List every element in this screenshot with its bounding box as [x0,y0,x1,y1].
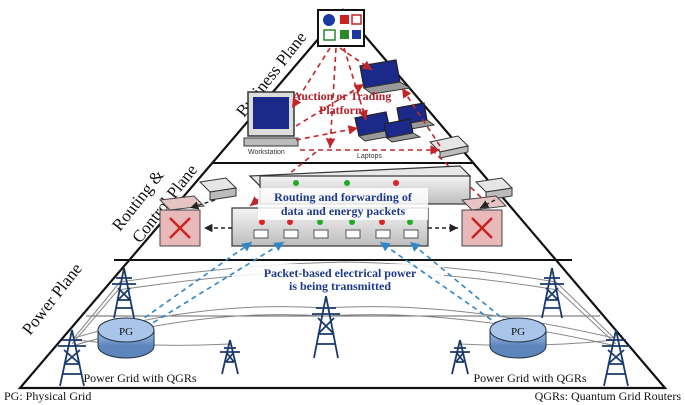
switch-icon [198,177,238,201]
transmission-tower-icon [112,267,136,319]
routing-dashed-arrows [189,199,496,233]
transmission-tower-icon [220,339,240,375]
routing-caption-line1: Routing and forwarding of [274,190,413,204]
physical-grid-right-icon [489,317,547,359]
grid-left-label: Power Grid with QGRs [84,371,197,385]
workstation-icon [243,91,299,147]
laptops-label: Laptops [357,153,382,160]
transmission-tower-icon [540,267,564,319]
routing-caption-bg [258,188,428,220]
power-caption-bg [232,264,444,294]
pg-right-label: PG [511,326,525,338]
laptop-icon [383,118,422,143]
transmission-tower-icon [450,339,470,375]
switch-icon [428,135,470,159]
power-dashed-arrows [129,241,515,333]
pg-left-label: PG [119,326,133,338]
transmission-tower-icon [602,329,630,387]
physical-grid-left-icon [97,317,155,359]
platform-caption-line1: Auction or Trading [293,89,392,103]
top-monitor-icon [317,9,365,47]
quantum-grid-router-left-icon [158,195,206,247]
power-caption-line1: Packet-based electrical power [264,266,417,280]
workstation-label: Workstation [248,149,285,156]
power-caption-line2: is being transmitted [289,279,391,293]
quantum-grid-router-right-icon [460,195,508,247]
transmission-tower-icon [312,295,340,359]
transmission-tower-icon [58,329,86,387]
footer-right-legend: QGRs: Quantum Grid Routers [535,389,682,403]
routing-caption-line2: data and energy packets [281,204,406,218]
platform-caption-line2: Platform [319,103,365,117]
footer-left-legend: PG: Physical Grid [4,389,91,403]
power-plane-label: Power Plane [18,259,86,338]
grid-right-label: Power Grid with QGRs [474,371,587,385]
